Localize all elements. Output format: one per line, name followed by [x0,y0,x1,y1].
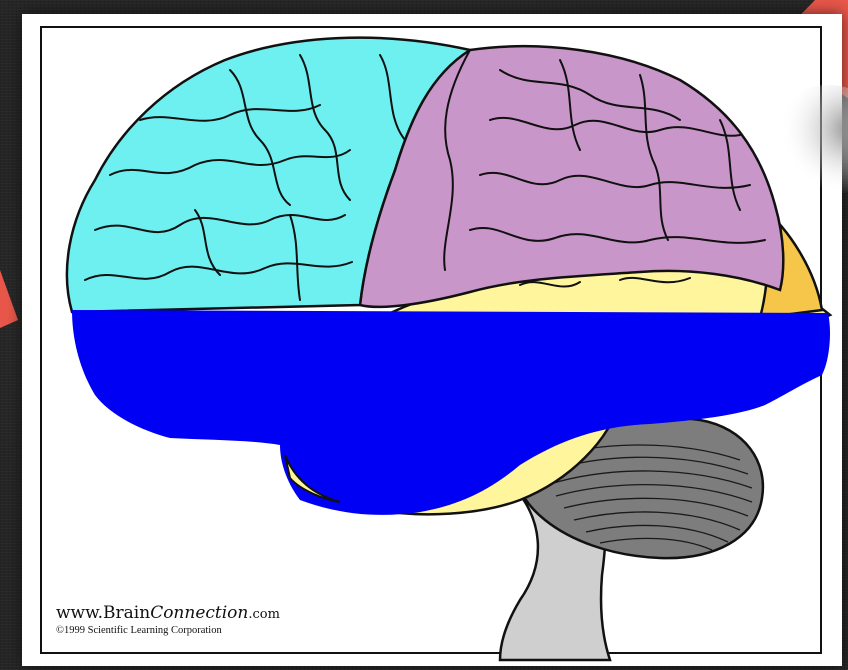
image-credit: www.BrainConnection.com ©1999 Scientific… [56,603,280,636]
credit-copyright: ©1999 Scientific Learning Corporation [56,625,280,636]
page-curl-shadow [748,70,848,270]
brain-illustration [22,14,842,666]
credit-site-suffix: .com [248,607,280,622]
image-frame: www.BrainConnection.com ©1999 Scientific… [22,14,842,666]
credit-site-prefix: www. [56,603,103,623]
credit-site-brain: Brain [103,603,150,623]
credit-site-link[interactable]: www.BrainConnection.com [56,603,280,623]
credit-site-connection: Connection [150,603,248,623]
